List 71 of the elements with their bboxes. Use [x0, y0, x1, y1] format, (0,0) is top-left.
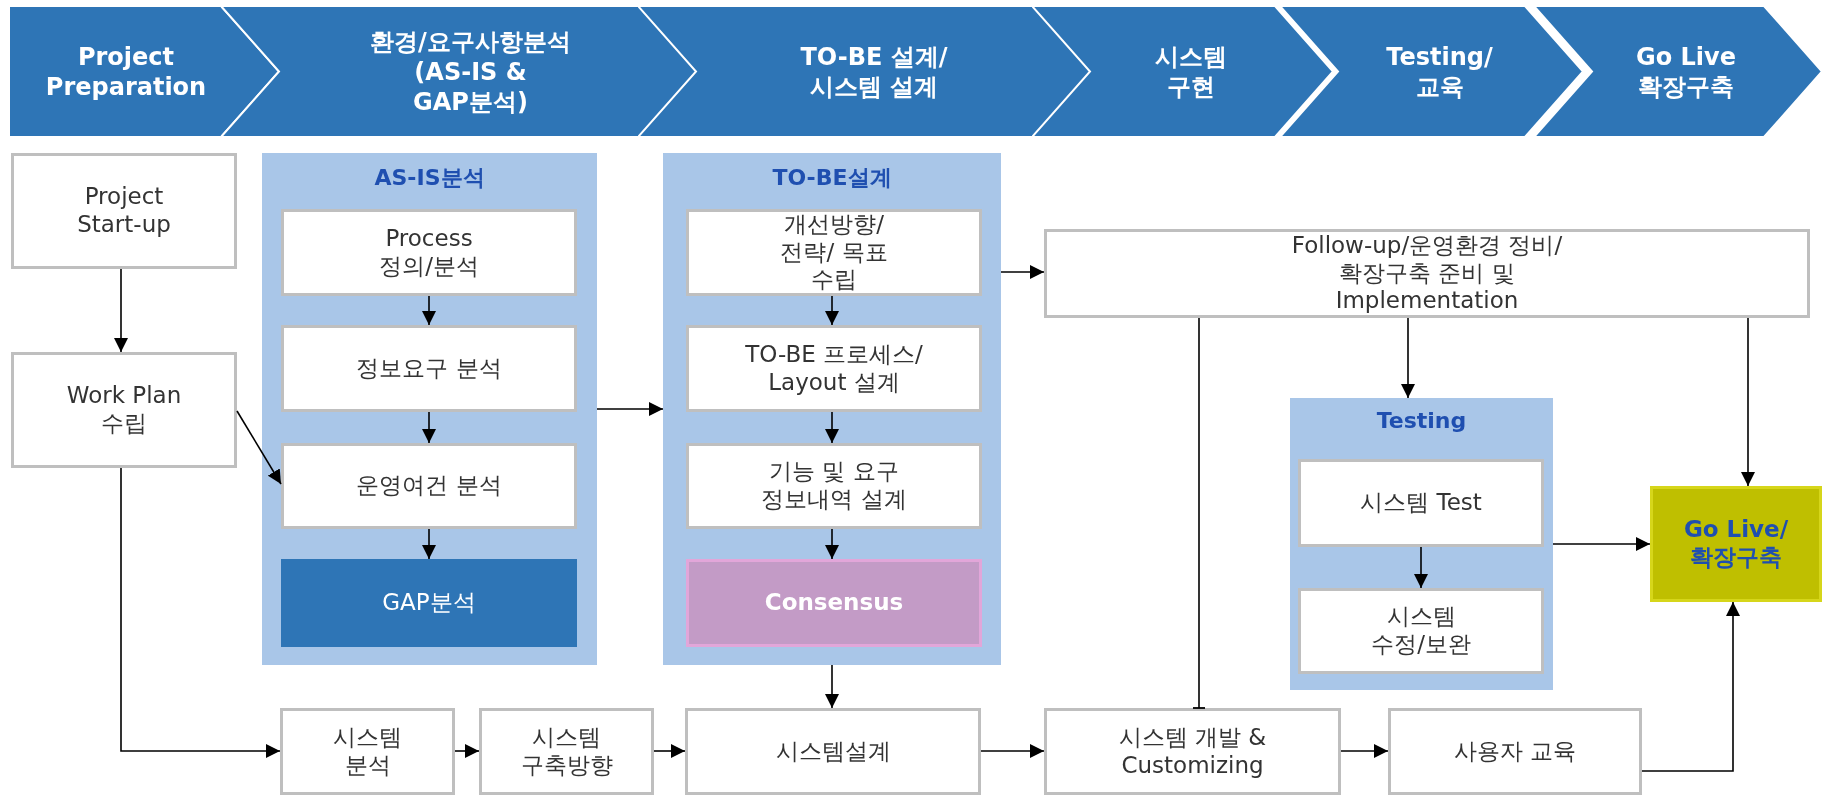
- box-label: 시스템 구축방향: [519, 723, 614, 780]
- arrow: [980, 744, 1045, 758]
- process-box: [1298, 588, 1544, 674]
- process-box: [281, 209, 577, 296]
- process-box: [1044, 229, 1810, 318]
- box-label: Consensus: [764, 589, 904, 617]
- box-label: 시스템설계: [775, 737, 891, 766]
- process-box: [686, 559, 982, 647]
- group-panel: [1290, 398, 1553, 690]
- box-label: TO-BE 프로세스/ Layout 설계: [744, 340, 924, 397]
- box-label: 시스템 개발 & Customizing: [1117, 723, 1268, 780]
- process-box: [281, 325, 577, 412]
- process-box: [281, 443, 577, 529]
- box-label: 시스템 분석: [332, 723, 403, 780]
- process-box: [11, 352, 237, 468]
- box-label: Process 정의/분석: [378, 224, 480, 281]
- arrow: [1340, 744, 1389, 758]
- arrow: [1741, 317, 1755, 487]
- group-title: TO-BE설계: [771, 164, 893, 192]
- process-box: [281, 559, 577, 647]
- group-title: Testing: [1375, 408, 1468, 433]
- milestone-box: [1650, 486, 1822, 602]
- arrow: [825, 528, 839, 560]
- group-panel: [262, 153, 597, 665]
- phase-label: Go Live 확장구축: [1635, 41, 1737, 102]
- box-label: GAP분석: [382, 589, 476, 617]
- process-box: [686, 443, 982, 529]
- process-box: [1388, 708, 1642, 795]
- phase-label: 환경/요구사항분석 (AS-IS & GAP분석): [369, 26, 572, 117]
- process-box: [280, 708, 455, 795]
- arrow: [653, 744, 686, 758]
- process-box: [1298, 459, 1544, 547]
- box-label: Go Live/ 확장구축: [1682, 516, 1790, 572]
- arrow: [1552, 537, 1651, 551]
- arrow: [825, 664, 839, 709]
- phase-label: 시스템 구현: [1153, 41, 1228, 102]
- process-box: [11, 153, 237, 269]
- arrow: [422, 411, 436, 444]
- arrow: [422, 528, 436, 560]
- arrow: [1414, 546, 1428, 589]
- arrow: [114, 268, 128, 353]
- arrow: [825, 411, 839, 444]
- arrow: [1000, 265, 1045, 279]
- box-label: Follow-up/운영환경 정비/ 확장구축 준비 및 Implementation: [1290, 232, 1564, 315]
- box-label: 운영여건 분석: [356, 472, 502, 500]
- box-label: Project Start-up: [76, 183, 172, 239]
- arrow: [596, 402, 664, 416]
- process-box: [686, 209, 982, 296]
- box-label: 개선방향/전략/ 목표 수립: [779, 211, 889, 294]
- box-label: 정보요구 분석: [356, 354, 502, 383]
- arrow: [825, 295, 839, 326]
- box-label: 기능 및 요구 정보내역 설계: [760, 458, 908, 514]
- process-box: [685, 708, 981, 795]
- box-label: 사용자 교육: [1453, 737, 1577, 766]
- arrow: [1401, 317, 1415, 399]
- box-label: 시스템 수정/보완: [1370, 603, 1472, 659]
- process-box: [1044, 708, 1341, 795]
- arrow: [422, 295, 436, 326]
- group-title: AS-IS분석: [373, 164, 486, 192]
- arrow: [1641, 601, 1740, 772]
- phase-label: Testing/ 교육: [1385, 41, 1494, 102]
- connector-line: [1192, 317, 1206, 709]
- phase-label: TO-BE 설계/ 시스템 설계: [799, 41, 949, 102]
- group-panel: [663, 153, 1001, 665]
- process-box: [686, 325, 982, 412]
- process-box: [479, 708, 654, 795]
- phase-label: Project Preparation: [44, 41, 208, 102]
- box-label: 시스템 Test: [1360, 489, 1482, 517]
- box-label: Work Plan 수립: [65, 382, 183, 438]
- arrow: [120, 467, 281, 758]
- arrow: [454, 744, 480, 758]
